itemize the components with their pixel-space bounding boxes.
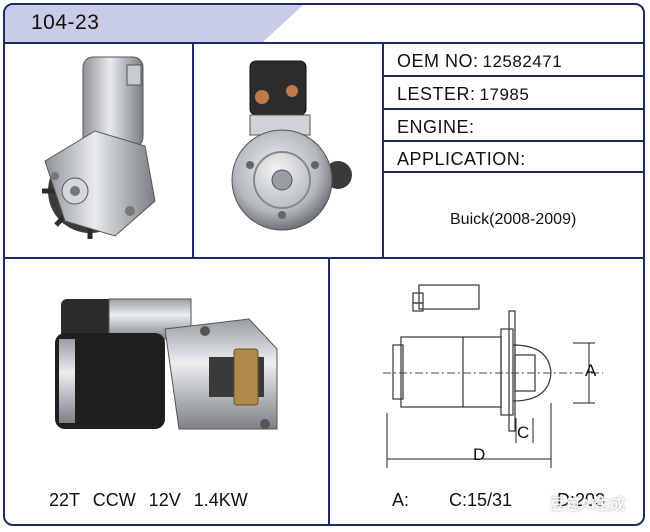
- lester-row: LESTER:17985: [397, 84, 529, 105]
- lester-value: 17985: [479, 85, 530, 104]
- starter-photo-rear: [231, 60, 352, 231]
- divider-bottom: [328, 257, 330, 524]
- application-value: Buick(2008-2009): [450, 211, 577, 228]
- dimension-d: D:203: [557, 490, 606, 510]
- starter-photo-front: [55, 298, 278, 430]
- dimension-label-a: A: [585, 361, 597, 380]
- dimension-label-d: D: [473, 445, 486, 464]
- application-label: APPLICATION:: [397, 149, 526, 169]
- lester-label: LESTER:: [397, 84, 476, 104]
- dimension-drawing: [383, 284, 603, 468]
- model-number: 104-23: [31, 11, 100, 34]
- spec-row-line-2: [382, 108, 643, 110]
- starter-photo-side: [42, 56, 156, 239]
- spec-row-line-4: [382, 171, 643, 173]
- oem-value: 12582471: [482, 52, 563, 71]
- dimension-c: C:15/31: [449, 490, 513, 510]
- dimension-label-c: C: [517, 423, 530, 442]
- spec-row-line-3: [382, 140, 643, 142]
- oem-row: OEM NO:12582471: [397, 51, 562, 72]
- spec-sheet: 104-23 OEM NO:12582471 LESTER:17985 ENGI…: [3, 3, 645, 526]
- divider-middle: [5, 257, 643, 259]
- header-bar: 104-23: [5, 5, 643, 44]
- motor-specs: 22T CCW 12V 1.4KW: [49, 490, 248, 510]
- engine-label: ENGINE:: [397, 117, 475, 137]
- dimension-a: A:: [392, 490, 410, 510]
- spec-row-line-1: [382, 75, 643, 77]
- oem-label: OEM NO:: [397, 51, 479, 71]
- divider-specs: [382, 42, 384, 258]
- header-tab: [5, 5, 303, 42]
- divider-top-photos: [192, 42, 194, 258]
- watermark: 豆包AI生成: [550, 496, 626, 513]
